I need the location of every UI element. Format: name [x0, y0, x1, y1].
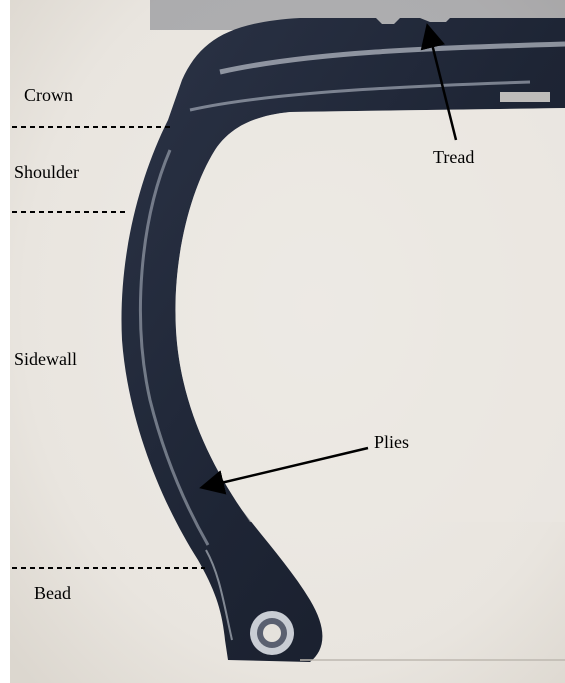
tread-label: Tread	[433, 147, 474, 167]
tire-photo	[10, 0, 565, 683]
sidewall-label: Sidewall	[14, 349, 77, 369]
tire-inner-cavity	[175, 108, 565, 522]
bead-ring-core	[263, 624, 281, 642]
plies-label: Plies	[374, 432, 409, 452]
shoulder-label: Shoulder	[14, 162, 79, 182]
bead-label: Bead	[34, 583, 71, 603]
rim-strip	[500, 92, 550, 102]
crown-label: Crown	[24, 85, 73, 105]
